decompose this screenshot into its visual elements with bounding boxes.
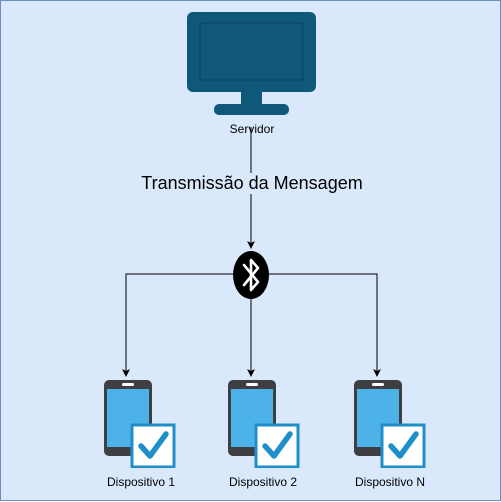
smartphone-icon: [104, 380, 176, 468]
smartphone-icon: [228, 380, 300, 468]
edge-hub-to-device-1: [122, 273, 233, 377]
device-2-label: Dispositivo 2: [228, 475, 298, 489]
smartphone-icon: [354, 380, 426, 468]
device-1-label: Dispositivo 1: [106, 475, 176, 489]
edge-label: Transmissão da Mensagem: [121, 173, 383, 194]
bluetooth-icon: [233, 251, 269, 299]
monitor-icon: [187, 12, 316, 115]
edge-hub-to-device-n: [269, 273, 381, 377]
device-n-label: Dispositivo N: [354, 475, 426, 489]
server-label: Servidor: [229, 122, 275, 136]
